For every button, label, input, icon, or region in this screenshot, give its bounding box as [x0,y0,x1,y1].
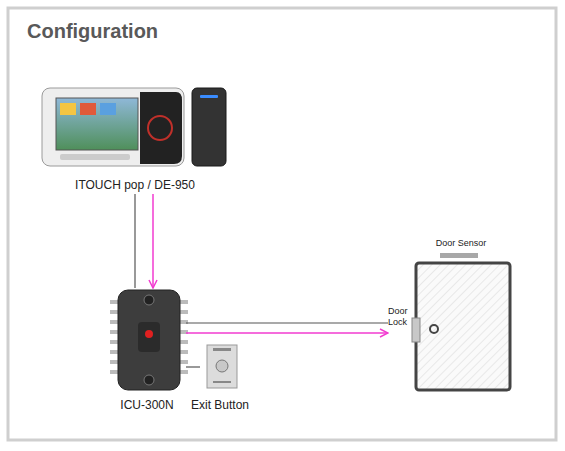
device-label: ICU-300N [108,398,186,412]
connector-line [134,194,135,288]
device-label: ITOUCH pop / DE-950 [40,178,230,192]
diagram-title: Configuration [27,20,158,43]
exit-button-illustration [207,345,237,388]
terminal-illustration [42,88,184,166]
device-node: ICU-300N [108,288,186,413]
device-node: ITOUCH pop / DE-950 [40,82,230,194]
connector-line [152,194,154,288]
connector-line [186,332,388,334]
frame [8,8,556,440]
controller-illustration [110,290,188,390]
door-illustration [412,253,510,390]
device-node: Exit Button [200,343,240,415]
device-label: Door Lock [388,306,412,328]
connector-line [186,366,200,367]
device-label: Exit Button [200,398,240,412]
connector-line [186,322,388,323]
device-node: Door SensorDoor Lock [388,238,513,393]
device-label: Door Sensor [426,238,496,249]
reader-illustration [192,88,226,166]
